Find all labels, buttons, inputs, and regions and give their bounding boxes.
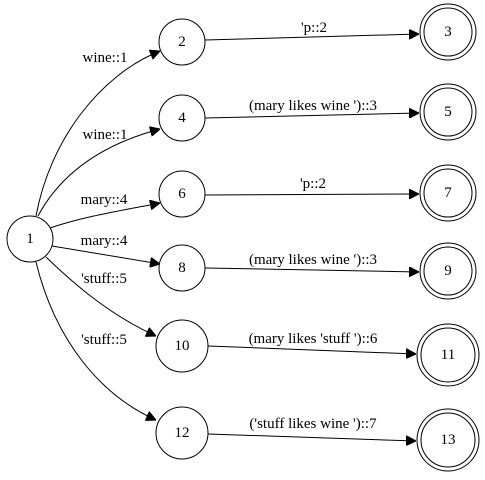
edge-label-12-to-13: ('stuff likes wine ')::7: [249, 416, 377, 432]
edge-8-to-9: [204, 268, 419, 272]
node-label: 4: [178, 110, 186, 126]
edge-label-4-to-5: (mary likes wine ')::3: [249, 98, 377, 114]
final-state-node-7: 7: [419, 164, 477, 222]
state-node-8: 8: [158, 244, 206, 292]
node-label: 9: [444, 263, 452, 279]
edges-layer: [35, 34, 419, 441]
node-label: 2: [178, 34, 186, 50]
edge-label-1-to-10: 'stuff::5: [81, 271, 127, 287]
final-state-node-13: 13: [416, 408, 480, 472]
state-node-6: 6: [158, 170, 206, 218]
final-state-node-5: 5: [419, 83, 477, 141]
edge-1-to-2: [35, 51, 160, 217]
state-node-4: 4: [158, 94, 206, 142]
edge-label-1-to-8: mary::4: [81, 233, 128, 249]
node-circle: [158, 94, 206, 142]
node-circle: [158, 18, 206, 66]
node-circle: [158, 244, 206, 292]
final-state-node-9: 9: [419, 242, 477, 300]
node-label: 8: [178, 260, 186, 276]
state-node-10: 10: [155, 319, 209, 373]
edge-label-6-to-7: 'p::2: [300, 176, 326, 192]
node-label: 5: [444, 104, 452, 120]
node-inner-circle: [423, 87, 473, 137]
node-label: 13: [441, 432, 456, 448]
node-label: 7: [444, 185, 452, 201]
node-inner-circle: [423, 168, 473, 218]
node-inner-circle: [420, 412, 476, 468]
state-node-1: 1: [6, 215, 54, 263]
node-label: 11: [441, 347, 455, 363]
node-circle: [6, 215, 54, 263]
node-inner-circle: [423, 7, 473, 57]
edge-label-1-to-6: mary::4: [81, 192, 128, 208]
state-node-12: 12: [155, 406, 209, 460]
node-inner-circle: [420, 327, 476, 383]
edge-1-to-8: [51, 245, 160, 264]
edge-1-to-10: [45, 256, 156, 336]
edge-label-8-to-9: (mary likes wine ')::3: [249, 252, 377, 268]
edge-label-1-to-4: wine::1: [83, 127, 128, 143]
edge-1-to-12: [35, 261, 156, 420]
edge-label-2-to-3: 'p::2: [301, 20, 327, 36]
edge-1-to-4: [37, 129, 160, 217]
edge-6-to-7: [204, 194, 419, 195]
node-inner-circle: [423, 246, 473, 296]
node-circle: [158, 170, 206, 218]
node-circle: [155, 319, 209, 373]
edge-10-to-11: [207, 345, 416, 354]
edge-label-1-to-2: wine::1: [83, 50, 128, 66]
final-state-node-11: 11: [416, 323, 480, 387]
node-label: 12: [175, 425, 190, 441]
node-label: 3: [444, 24, 452, 40]
edge-label-10-to-11: (mary likes 'stuff ')::6: [249, 331, 378, 347]
node-label: 6: [178, 186, 186, 202]
node-label: 1: [26, 231, 34, 247]
edge-label-1-to-12: 'stuff::5: [81, 332, 127, 348]
node-circle: [155, 406, 209, 460]
edge-1-to-6: [49, 203, 160, 229]
edge-2-to-3: [204, 34, 419, 41]
edge-12-to-13: [207, 433, 416, 441]
node-label: 10: [175, 338, 190, 354]
edge-labels-layer: wine::1wine::1mary::4mary::4'stuff::5'st…: [81, 20, 378, 432]
final-state-node-3: 3: [419, 3, 477, 61]
state-node-2: 2: [158, 18, 206, 66]
edge-4-to-5: [204, 113, 419, 119]
